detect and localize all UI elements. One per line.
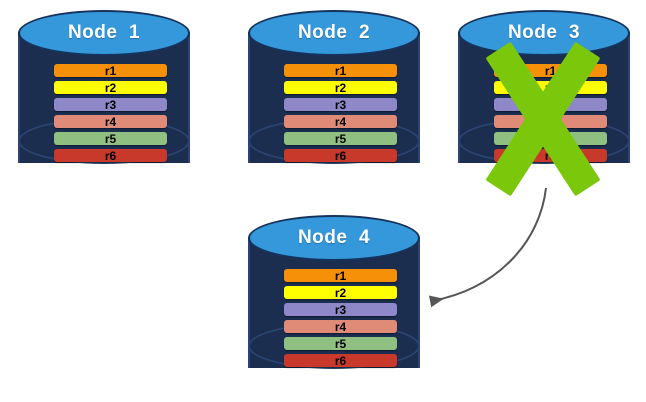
row-r4[interactable]: r4 <box>494 115 607 128</box>
row-r4[interactable]: r4 <box>54 115 167 128</box>
row-r6[interactable]: r6 <box>494 149 607 162</box>
row-r5[interactable]: r5 <box>494 132 607 145</box>
row-label: r5 <box>104 131 117 146</box>
row-label: r5 <box>544 131 557 146</box>
row-label: r3 <box>544 97 557 112</box>
row-r3[interactable]: r3 <box>284 98 397 111</box>
row-label: r2 <box>544 80 557 95</box>
row-r6[interactable]: r6 <box>284 149 397 162</box>
row-label: r1 <box>104 63 117 78</box>
row-label: r4 <box>544 114 557 129</box>
row-label: r2 <box>104 80 117 95</box>
cylinder-top-ellipse <box>248 215 420 261</box>
row-r4[interactable]: r4 <box>284 320 397 333</box>
row-label: r4 <box>334 114 347 129</box>
row-r2[interactable]: r2 <box>494 81 607 94</box>
row-list: r1 r2 r3 r4 r5 r6 <box>54 64 167 166</box>
cylinder-top-ellipse <box>458 10 630 56</box>
row-list: r1 r2 r3 r4 r5 r6 <box>284 269 397 371</box>
row-r5[interactable]: r5 <box>284 132 397 145</box>
row-label: r2 <box>334 80 347 95</box>
row-label: r3 <box>334 97 347 112</box>
row-r4[interactable]: r4 <box>284 115 397 128</box>
row-r2[interactable]: r2 <box>284 286 397 299</box>
row-r6[interactable]: r6 <box>284 354 397 367</box>
row-r5[interactable]: r5 <box>284 337 397 350</box>
row-r1[interactable]: r1 <box>54 64 167 77</box>
row-r1[interactable]: r1 <box>284 64 397 77</box>
row-r3[interactable]: r3 <box>54 98 167 111</box>
row-label: r6 <box>334 148 347 163</box>
row-label: r3 <box>104 97 117 112</box>
row-label: r3 <box>334 302 347 317</box>
row-label: r1 <box>334 268 347 283</box>
row-r3[interactable]: r3 <box>284 303 397 316</box>
cylinder-top-ellipse <box>18 10 190 56</box>
row-label: r5 <box>334 131 347 146</box>
row-r2[interactable]: r2 <box>284 81 397 94</box>
row-label: r2 <box>334 285 347 300</box>
row-label: r1 <box>334 63 347 78</box>
row-list: r1 r2 r3 r4 r5 r6 <box>494 64 607 166</box>
row-r6[interactable]: r6 <box>54 149 167 162</box>
row-label: r4 <box>104 114 117 129</box>
row-label: r1 <box>544 63 557 78</box>
row-r5[interactable]: r5 <box>54 132 167 145</box>
row-r1[interactable]: r1 <box>284 269 397 282</box>
row-label: r6 <box>334 353 347 368</box>
row-label: r5 <box>334 336 347 351</box>
row-label: r6 <box>104 148 117 163</box>
row-label: r6 <box>544 148 557 163</box>
cylinder-top-ellipse <box>248 10 420 56</box>
row-r3[interactable]: r3 <box>494 98 607 111</box>
row-label: r4 <box>334 319 347 334</box>
row-r2[interactable]: r2 <box>54 81 167 94</box>
arrow-path <box>428 187 547 308</box>
row-list: r1 r2 r3 r4 r5 r6 <box>284 64 397 166</box>
row-r1[interactable]: r1 <box>494 64 607 77</box>
